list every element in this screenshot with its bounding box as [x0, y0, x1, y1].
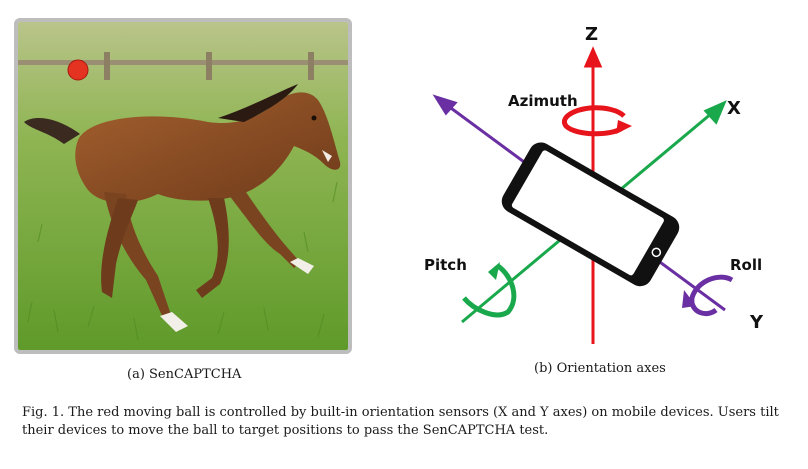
foal-tail: [24, 118, 80, 144]
z-label: Z: [585, 24, 598, 45]
orientation-axes-diagram: Z X Y Azimuth Pitch Roll: [424, 24, 764, 344]
y-label: Y: [749, 312, 764, 333]
foal-photo: [14, 18, 352, 354]
phone-icon: [501, 142, 680, 287]
roll-label: Roll: [730, 256, 762, 274]
pitch-rotation-icon: [462, 263, 517, 318]
figure-caption: Fig. 1. The red moving ball is controlle…: [22, 405, 779, 438]
roll-rotation-icon: [689, 274, 734, 316]
x-label: X: [727, 98, 741, 119]
azimuth-rotation-icon: [562, 105, 626, 137]
red-ball[interactable]: [67, 59, 89, 81]
foal-body: [75, 92, 341, 203]
azimuth-label: Azimuth: [508, 92, 578, 110]
foal-front-leg: [228, 192, 300, 268]
subfig-a-caption: (a) SenCAPTCHA: [127, 367, 242, 382]
pitch-label: Pitch: [424, 256, 467, 274]
subfig-b-caption: (b) Orientation axes: [534, 361, 666, 376]
fence-rail: [18, 60, 348, 65]
